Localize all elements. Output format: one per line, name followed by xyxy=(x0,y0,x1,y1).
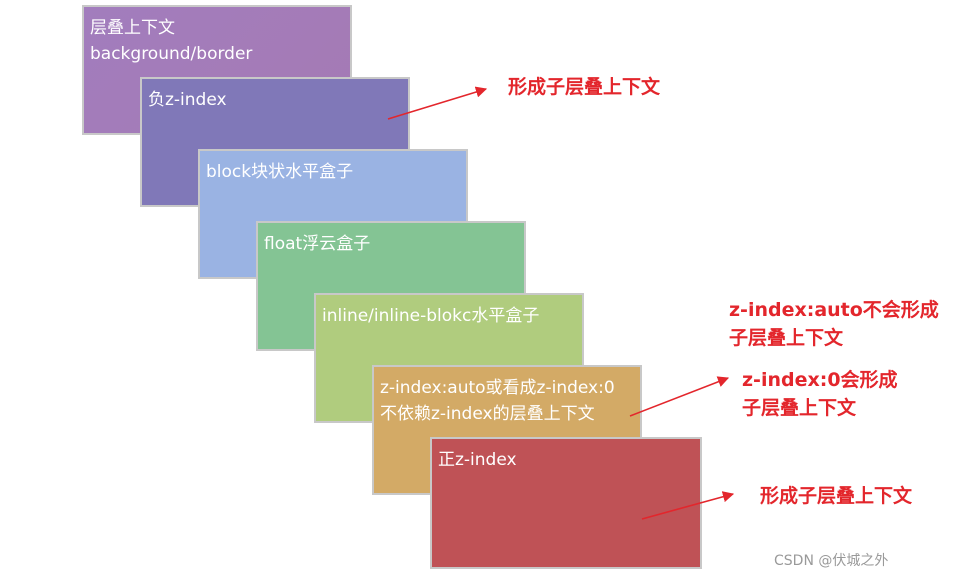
layer-label: float浮云盒子 xyxy=(264,234,371,254)
layer-label: inline/inline-blokc水平盒子 xyxy=(322,306,540,326)
annotation-text: 形成子层叠上下文 xyxy=(760,485,913,507)
layer-label: background/border xyxy=(90,44,253,64)
watermark: CSDN @伏城之外 xyxy=(774,553,889,569)
layer-label: 负z-index xyxy=(148,90,227,110)
layer-label: 层叠上下文 xyxy=(90,18,175,38)
arrow-negative-z-index xyxy=(387,86,488,120)
layer-positive-z-index: 正z-index xyxy=(430,437,702,569)
arrow-positive-z-index xyxy=(641,491,735,520)
annotation-z-index-zero: z-index:0会形成 子层叠上下文 xyxy=(742,366,898,422)
layer-negative-z-index: 负z-index xyxy=(140,77,410,207)
annotation-text: z-index:0会形成 xyxy=(742,369,898,391)
layer-label: block块状水平盒子 xyxy=(206,162,354,182)
arrow-z-index-zero xyxy=(629,376,730,417)
annotation-text: 子层叠上下文 xyxy=(729,327,844,349)
annotation-text: 形成子层叠上下文 xyxy=(508,76,661,98)
annotation-positive-z-index: 形成子层叠上下文 xyxy=(760,482,912,510)
layer-label: z-index:auto或看成z-index:0 xyxy=(380,378,615,398)
annotation-negative-z-index: 形成子层叠上下文 xyxy=(508,73,660,101)
annotation-text: 子层叠上下文 xyxy=(742,397,857,419)
annotation-z-index-auto: z-index:auto不会形成 子层叠上下文 xyxy=(729,296,939,352)
annotation-text: z-index:auto不会形成 xyxy=(729,299,939,321)
layer-label: 不依赖z-index的层叠上下文 xyxy=(380,404,595,424)
layer-label: 正z-index xyxy=(438,450,517,470)
